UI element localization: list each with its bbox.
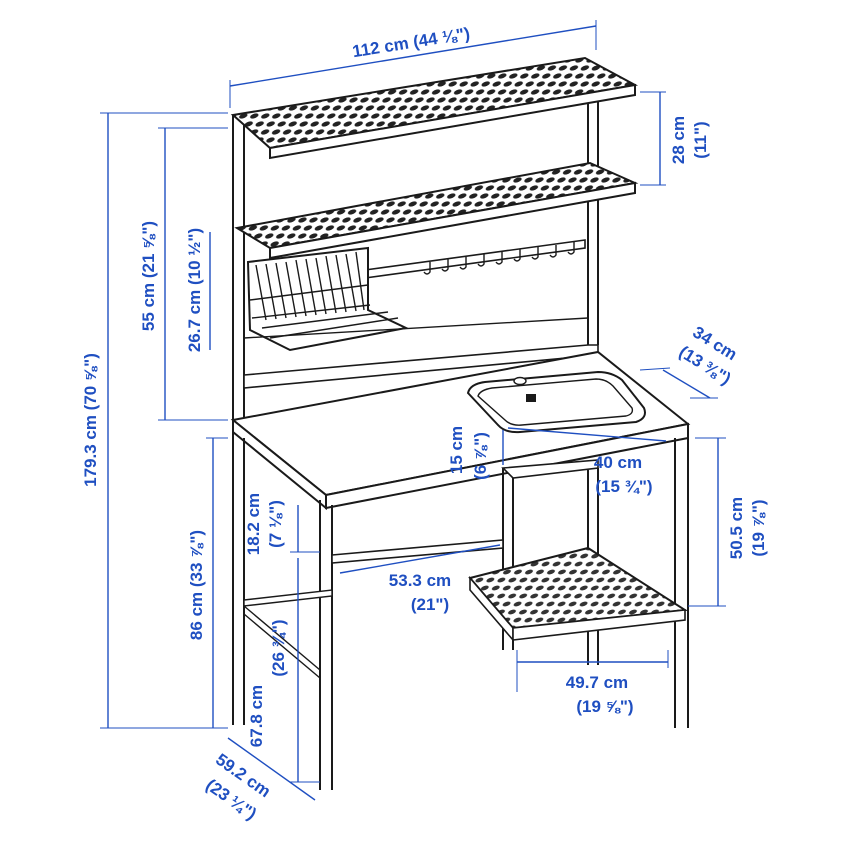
dish-rack [246, 246, 410, 352]
label-upper-height: 55 cm (21 ⅝") [139, 221, 158, 331]
label-shelf-gap-in: (11") [691, 121, 710, 158]
sink [466, 370, 646, 434]
label-cabinet-height-in: (19 ⅞") [749, 499, 768, 556]
label-cabinet-height-cm: 50.5 cm [727, 497, 746, 559]
bottom-shelf [468, 546, 688, 643]
label-sink-width-cm: 40 cm [594, 453, 642, 472]
label-shelf-width-cm: 49.7 cm [566, 673, 628, 692]
dimension-lines [100, 20, 726, 801]
label-crossbar-height-cm: 67.8 cm [247, 685, 266, 747]
label-counter-height: 86 cm (33 ⅞") [187, 530, 206, 640]
label-crossbar-gap-cm: 18.2 cm [244, 493, 263, 555]
label-rack-height: 26.7 cm (10 ½") [185, 228, 204, 352]
middle-shelf [234, 161, 639, 260]
label-inner-width-cm: 53.3 cm [389, 571, 451, 590]
furniture-outline [230, 56, 691, 790]
label-shelf-width-in: (19 ⅝") [576, 697, 633, 716]
label-shelf-gap-cm: 28 cm [669, 116, 688, 164]
label-sink-width-in: (15 ¾") [595, 477, 652, 496]
label-inner-width-in: (21") [411, 595, 449, 614]
hook-rail [364, 239, 586, 279]
label-crossbar-gap-in: (7 ⅛") [266, 500, 285, 548]
label-total-height: 179.3 cm (70 ⅝") [81, 353, 100, 487]
label-sink-height-cm: 15 cm [447, 426, 466, 474]
top-shelf [230, 56, 639, 160]
label-sink-height-in: (6 ⅞") [471, 432, 490, 480]
label-crossbar-height-in: (26 ¾") [269, 619, 288, 676]
